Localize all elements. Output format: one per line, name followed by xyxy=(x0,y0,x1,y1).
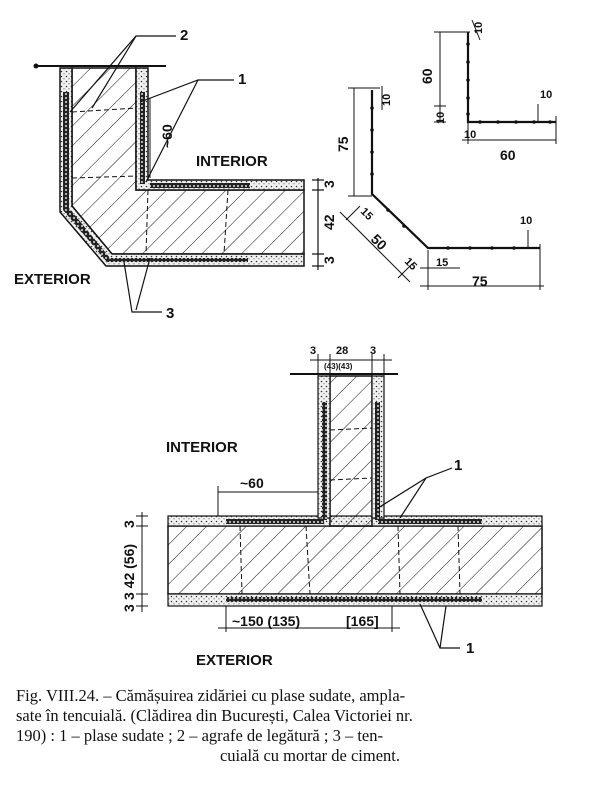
dim-50: 50 xyxy=(368,231,390,253)
caption-line-1: Fig. VIII.24. – Cămășuirea zidăriei cu p… xyxy=(16,686,406,705)
label-interior-bottom: INTERIOR xyxy=(166,439,238,456)
dim-10-lower: 10 xyxy=(464,129,476,141)
dim-3-top-bottom: 3 xyxy=(121,520,137,528)
callout-1-bottom: 1 xyxy=(466,640,474,657)
mesh-details: 10 60 10 10 10 60 10 75 15 5 xyxy=(335,19,557,290)
welded-mesh-bottom xyxy=(226,597,482,602)
inner-plaster xyxy=(135,67,305,191)
welded-mesh-inner xyxy=(140,92,145,184)
caption-line-2: sate în tencuială. (Clădirea din Bucureș… xyxy=(16,706,413,725)
callout-1: 1 xyxy=(238,71,246,88)
dim-10-top: 10 xyxy=(473,22,485,34)
tie-lines xyxy=(71,107,229,255)
dim-60-vertical: 60 xyxy=(419,68,435,84)
masonry-slab xyxy=(167,525,543,595)
dim-3-left: 3 xyxy=(310,345,316,357)
dim-15-lower: 15 xyxy=(402,256,419,273)
callout-3: 3 xyxy=(166,305,174,322)
dim-approx-60-bottom: ~60 xyxy=(240,475,264,491)
tie-lines-bottom xyxy=(239,427,461,595)
dim-28: 28 xyxy=(336,345,348,357)
leader-1-top xyxy=(399,467,453,519)
dim-paren: (43)(43) xyxy=(324,362,353,371)
dim-10-angle-right: 10 xyxy=(520,215,532,227)
caption-line-3: 190) : 1 – plase sudate ; 2 – agrafe de … xyxy=(16,726,383,745)
dim-10-angle-top: 10 xyxy=(381,94,393,106)
dim-15-bottom: 15 xyxy=(436,257,448,269)
dim-3-bottom-bottom: 3 xyxy=(121,604,137,612)
caption-line-4: cuială cu mortar de ciment. xyxy=(219,746,401,765)
dim-span-bracket: [165] xyxy=(346,613,379,629)
leader-1-bottom xyxy=(419,603,460,649)
callout-1-top: 1 xyxy=(454,457,462,474)
dim-approx-60: ~60 xyxy=(159,124,175,148)
dim-10-right: 10 xyxy=(540,89,552,101)
t-junction-detail: 3 28 3 (43)(43) ~60 INTERIOR EXTERIOR 3 … xyxy=(121,345,543,669)
label-exterior: EXTERIOR xyxy=(14,271,91,288)
dim-75-vertical: 75 xyxy=(335,136,351,152)
dim-3-top: 3 xyxy=(321,180,337,188)
masonry-wall xyxy=(71,67,305,255)
mesh-angled xyxy=(370,90,540,250)
welded-mesh-stem xyxy=(322,402,327,520)
mesh-l-shape xyxy=(466,32,556,124)
label-exterior-bottom: EXTERIOR xyxy=(196,652,273,669)
corner-detail: 2 1 3 ~60 INTERIOR EXTERIOR 3 42 3 xyxy=(14,27,337,322)
dim-3-right: 3 xyxy=(370,345,376,357)
dim-3-bottom: 3 xyxy=(321,256,337,264)
dim-42-56: 3 42 (56) xyxy=(121,544,137,600)
dim-span: ~150 (135) xyxy=(232,613,300,629)
outer-plaster xyxy=(59,67,305,267)
leader-3 xyxy=(123,261,162,313)
masonry-stem xyxy=(329,375,373,527)
leader-1 xyxy=(139,79,234,103)
figure-caption: Fig. VIII.24. – Cămășuirea zidăriei cu p… xyxy=(16,686,604,766)
dim-75-horizontal: 75 xyxy=(472,273,488,289)
dim-42: 42 xyxy=(321,214,337,230)
callout-2: 2 xyxy=(180,27,188,44)
dim-15-upper: 15 xyxy=(358,206,375,223)
label-interior: INTERIOR xyxy=(196,153,268,170)
dim-60-horizontal: 60 xyxy=(500,147,516,163)
dim-10-left: 10 xyxy=(435,112,447,124)
